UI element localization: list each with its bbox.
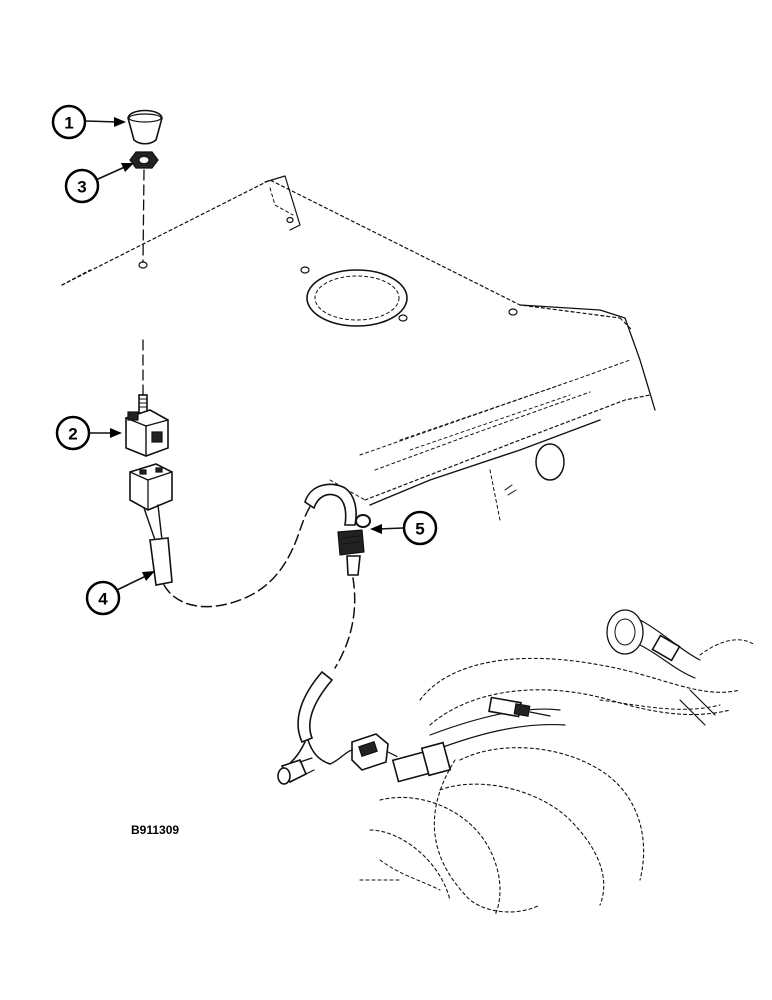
figure-id: B911309: [131, 823, 179, 837]
nut-part: [129, 151, 159, 169]
callout-1: 1: [51, 104, 126, 140]
clip-part: [337, 514, 371, 556]
harness-end-connector: [329, 733, 401, 771]
callout-5: 5: [370, 510, 438, 546]
callout-3: 3: [64, 163, 134, 204]
lower-frame: [359, 609, 756, 916]
callout-4-label: 4: [98, 590, 108, 609]
alignment-line-upper: [142, 169, 145, 263]
harness-segment-upper: [163, 499, 316, 608]
callout-4: 4: [85, 571, 155, 616]
switch-part: [125, 394, 169, 457]
clip-sleeve: [346, 555, 361, 576]
harness-tube-bend: [297, 670, 334, 744]
connector-part: [129, 463, 173, 586]
callout-1-label: 1: [64, 114, 73, 133]
callout-3-label: 3: [77, 178, 86, 197]
callout-2: 2: [55, 415, 122, 451]
callout-5-label: 5: [415, 520, 424, 539]
harness-tube-loop: [304, 483, 357, 526]
bulb-part: [277, 757, 315, 785]
machine-panel: [61, 175, 656, 521]
harness-segment-lower: [334, 577, 356, 669]
plug-part: [127, 109, 163, 145]
branch-wire-upper: [307, 739, 331, 765]
callout-2-label: 2: [68, 425, 77, 444]
